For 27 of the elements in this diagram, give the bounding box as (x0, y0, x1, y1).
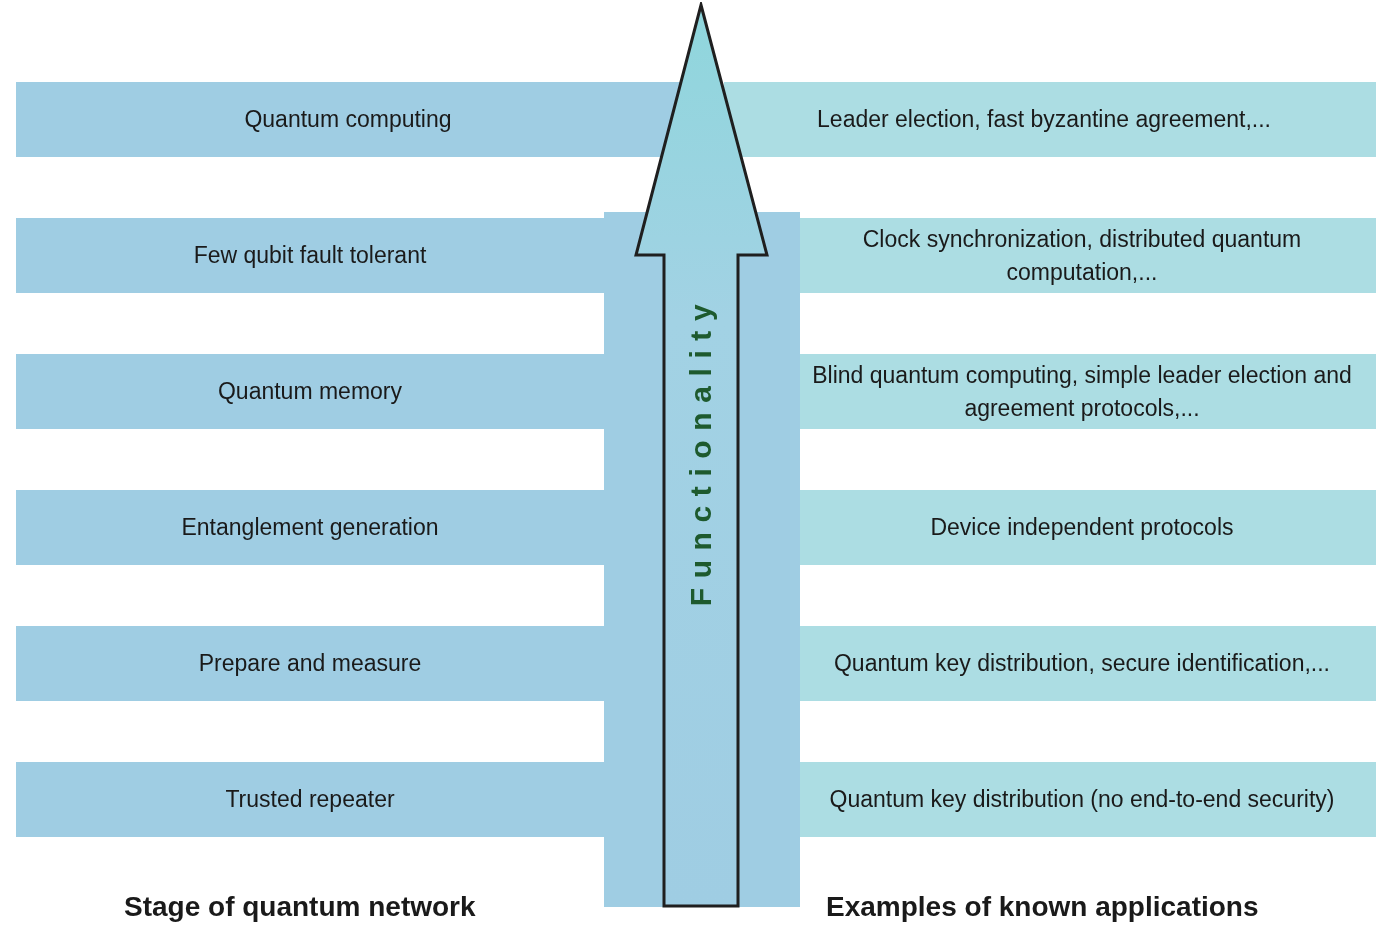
band-text: Device independent protocols (930, 513, 1234, 542)
band-text: Quantum memory (217, 377, 403, 406)
band-text: Quantum key distribution (no end-to-end security) (829, 785, 1335, 814)
band-text: Few qubit fault tolerant (193, 241, 427, 270)
stage-band (800, 490, 1376, 565)
stage-band (724, 82, 1376, 157)
stage-band (16, 490, 604, 565)
band-text: Prepare and measure (198, 649, 422, 678)
stage-band (16, 626, 604, 701)
stage-band (800, 762, 1376, 837)
band-text: Quantum computing (244, 105, 452, 134)
column-heading: Stage of quantum network (124, 890, 476, 924)
stage-band (800, 218, 1376, 293)
column-heading: Examples of known applications (826, 890, 1259, 924)
stage-band (800, 626, 1376, 701)
stage-band (16, 354, 604, 429)
band-text: Blind quantum computing, simple leader election and agreement protocols,... (811, 360, 1353, 423)
band-text: Entanglement generation (181, 513, 439, 542)
stage-band (800, 354, 1376, 429)
arrow-label: Functionality (683, 294, 719, 606)
band-text: Trusted repeater (225, 785, 395, 814)
band-text: Leader election, fast byzantine agreement,... (817, 105, 1271, 134)
stage-band (16, 82, 680, 157)
band-text: Quantum key distribution, secure identification,... (834, 649, 1330, 678)
stage-band (16, 218, 604, 293)
stage-band (16, 762, 604, 837)
band-text: Clock synchronization, distributed quantum computation,... (861, 224, 1303, 287)
